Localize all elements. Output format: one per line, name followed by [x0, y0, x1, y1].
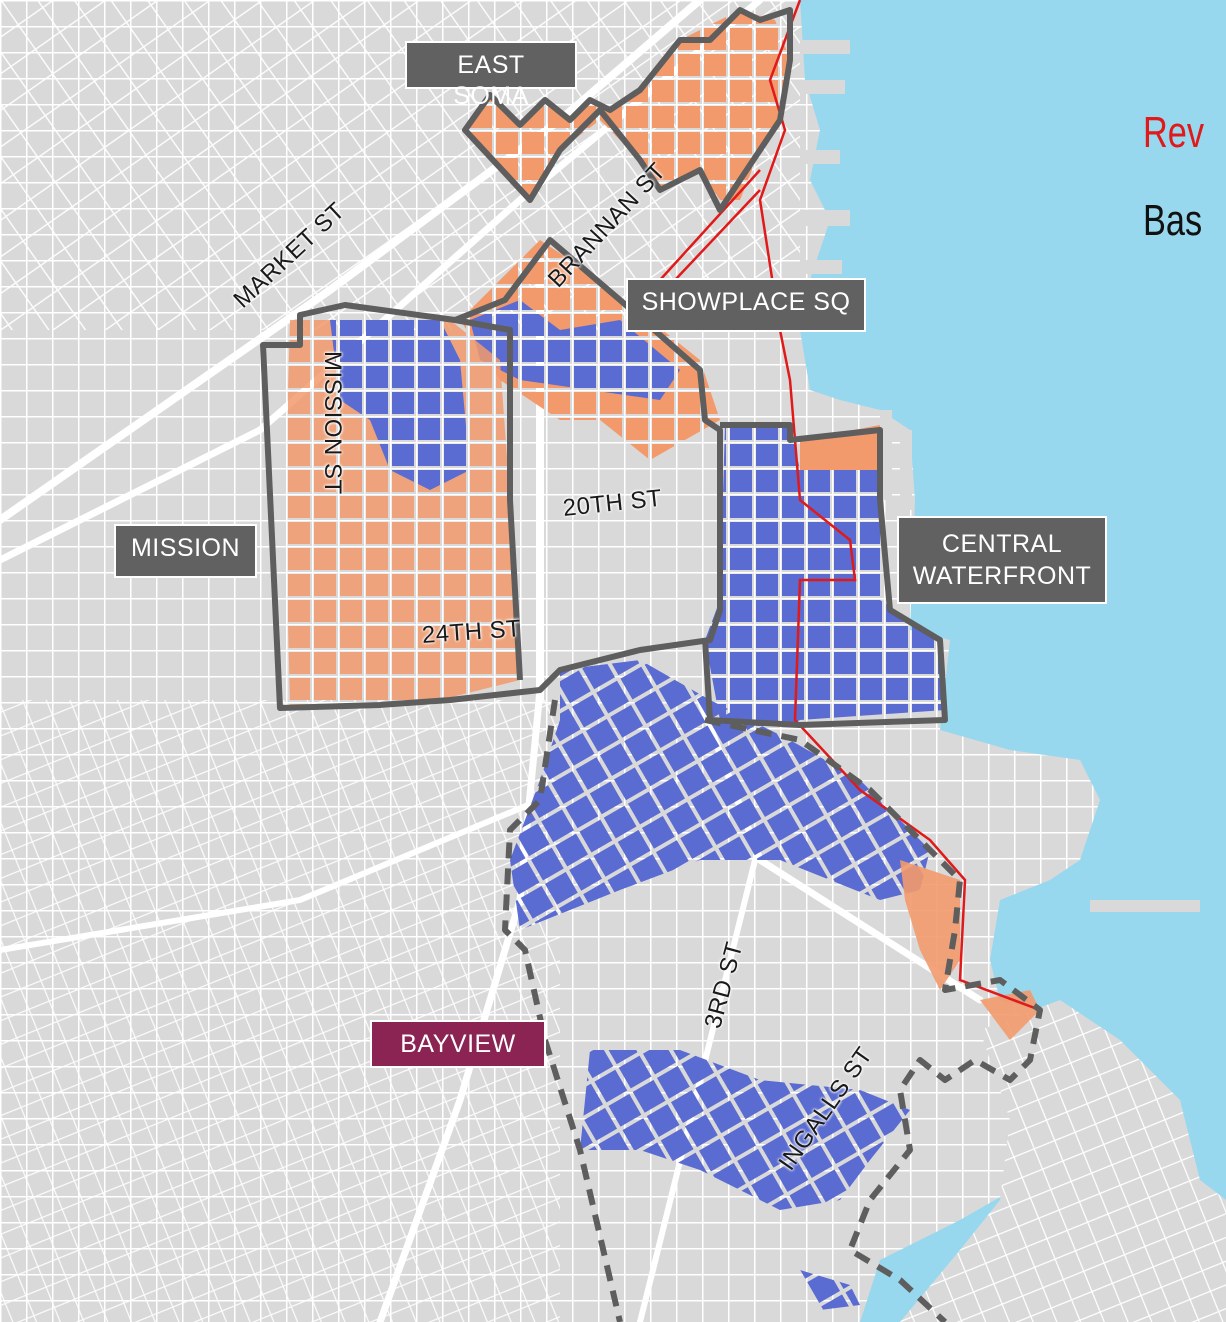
east-soma-parcels — [465, 10, 790, 200]
bayview-blue-parcels — [510, 660, 930, 930]
label-bayview[interactable]: BAYVIEW — [370, 1020, 546, 1068]
label-central-waterfront-line: CENTRAL — [941, 530, 1063, 558]
label-mission[interactable]: MISSION — [114, 524, 257, 578]
label-central-waterfront[interactable]: CENTRAL WATERFRONT — [897, 516, 1107, 604]
bay-water — [800, 0, 1226, 1322]
district-boundaries — [260, 7, 948, 728]
street-label-mission-st: MISSION ST — [319, 351, 346, 495]
label-showplace-sq[interactable]: SHOWPLACE SQ — [626, 278, 866, 332]
bayview-boundary — [502, 699, 1043, 1322]
title-line-1: Rev — [1143, 108, 1205, 157]
title-line-2: Bas — [1143, 196, 1203, 245]
central-waterfront-parcels — [705, 425, 945, 730]
label-central-waterfront-line: WATERFRONT — [912, 562, 1092, 590]
label-east-soma[interactable]: EAST SOMA — [405, 41, 577, 110]
red-boundary-line — [659, 0, 1041, 1012]
